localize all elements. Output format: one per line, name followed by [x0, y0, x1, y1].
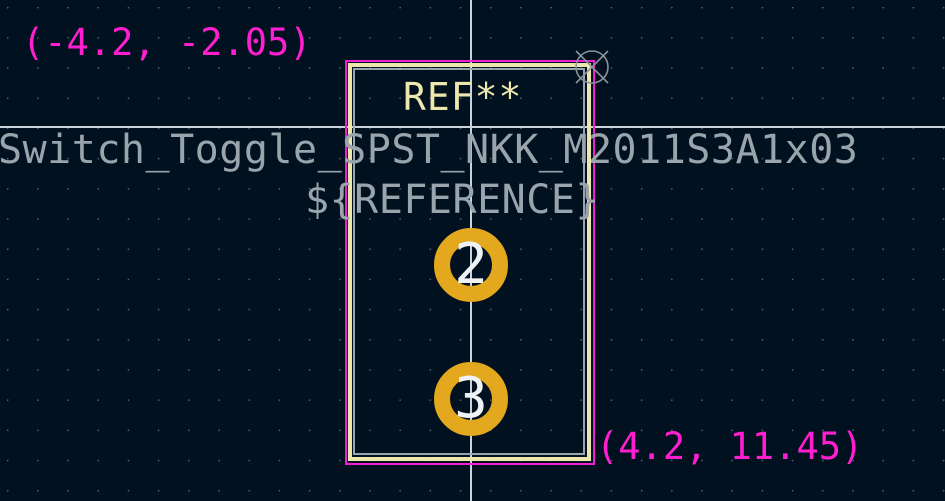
measurement-start-coordinate: (-4.2, -2.05) — [22, 21, 312, 64]
footprint-value-text[interactable]: Switch_Toggle_SPST_NKK_M2011S3A1x03 — [0, 127, 859, 173]
fab-layer-outline[interactable] — [353, 68, 585, 455]
pad-2-number: 2 — [454, 232, 488, 297]
measurement-end-coordinate: (4.2, 11.45) — [596, 425, 864, 468]
reference-designator-text[interactable]: REF** — [403, 75, 523, 119]
pad-2[interactable]: 2 — [434, 228, 508, 302]
selection-outline[interactable] — [345, 60, 595, 465]
courtyard-outline[interactable] — [348, 63, 591, 461]
pad-3-number: 3 — [454, 366, 488, 431]
reference-variable-text[interactable]: ${REFERENCE} — [305, 177, 600, 223]
pad-3[interactable]: 3 — [434, 362, 508, 436]
